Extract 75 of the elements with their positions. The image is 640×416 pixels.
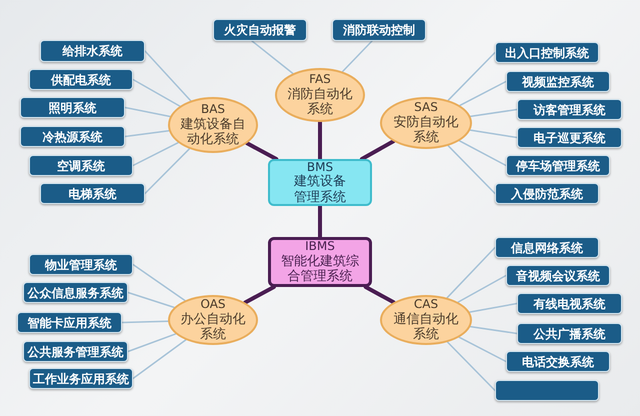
category-ellipse bbox=[168, 97, 258, 153]
central-box bbox=[268, 159, 372, 206]
category-ellipse bbox=[380, 295, 472, 345]
connector-line bbox=[342, 40, 373, 72]
connector-line bbox=[144, 148, 190, 194]
system-box: 停车场管理系统 bbox=[506, 155, 610, 176]
category-ellipse bbox=[168, 295, 258, 345]
connector-line bbox=[127, 292, 175, 308]
system-box: 智能卡应用系统 bbox=[17, 312, 122, 333]
system-box: 消防联动控制 bbox=[332, 19, 426, 41]
connector-line bbox=[132, 142, 179, 166]
node-label: 消防自动化系统 bbox=[288, 86, 352, 118]
connector-line bbox=[470, 326, 518, 334]
connector-line bbox=[243, 285, 276, 304]
connector-line bbox=[446, 341, 496, 392]
connector-line bbox=[144, 50, 192, 102]
system-box: 公共广播系统 bbox=[517, 323, 622, 344]
node-label: 建筑设备管理系统 bbox=[294, 174, 346, 206]
connector-line bbox=[251, 40, 294, 74]
connector-line bbox=[470, 129, 518, 138]
system-box: 入侵防范系统 bbox=[495, 183, 599, 204]
connector-line bbox=[124, 106, 171, 118]
connector-line bbox=[470, 108, 518, 118]
system-box: 访客管理系统 bbox=[517, 99, 622, 120]
system-box: 公共服务管理系统 bbox=[23, 341, 128, 362]
system-box: 电话交换系统 bbox=[506, 351, 610, 372]
system-box: 空调系统 bbox=[29, 155, 133, 176]
system-box: 电梯系统 bbox=[40, 183, 145, 204]
system-box: 信息网络系统 bbox=[495, 237, 599, 258]
connector-line bbox=[132, 339, 187, 380]
system-box: 给排水系统 bbox=[40, 40, 145, 62]
system-box: 冷热源系统 bbox=[20, 126, 125, 147]
connector-line bbox=[318, 204, 322, 239]
system-box: 公众信息服务系统 bbox=[23, 282, 128, 303]
system-box: 火灾自动报警 bbox=[213, 19, 307, 41]
connector-line bbox=[458, 336, 507, 362]
system-box: 电子巡更系统 bbox=[517, 127, 622, 148]
system-box: 有线电视系统 bbox=[517, 293, 622, 314]
connector-line bbox=[468, 302, 518, 313]
connector-line bbox=[127, 333, 176, 352]
connector-line bbox=[448, 145, 496, 194]
node-heading: BAS bbox=[200, 102, 226, 117]
system-box: 出入口控制系统 bbox=[495, 42, 599, 63]
node-label: 通信自动化系统 bbox=[394, 312, 458, 343]
system-box: 音视频会议系统 bbox=[506, 265, 610, 286]
system-box: 视频监控系统 bbox=[506, 71, 610, 92]
connector-line bbox=[132, 264, 186, 302]
system-box: 物业管理系统 bbox=[29, 254, 133, 275]
node-heading: SAS bbox=[414, 100, 438, 115]
system-box: 照明系统 bbox=[20, 97, 125, 118]
node-label: 安防自动化系统 bbox=[394, 114, 458, 146]
central-box bbox=[268, 237, 372, 287]
connector-line bbox=[458, 140, 507, 166]
node-heading: IBMS bbox=[305, 239, 335, 254]
connector-line bbox=[124, 130, 170, 138]
connector-line bbox=[457, 274, 507, 303]
node-label: 办公自动化系统 bbox=[180, 312, 246, 343]
node-heading: BMS bbox=[306, 160, 334, 174]
connector-line bbox=[121, 320, 169, 324]
connector-line bbox=[318, 120, 322, 161]
node-heading: FAS bbox=[309, 72, 331, 87]
node-label: 智能化建筑综合管理系统 bbox=[281, 254, 359, 285]
system-box: 工作业务应用系统 bbox=[29, 368, 133, 389]
connector-line bbox=[364, 285, 396, 304]
connector-line bbox=[245, 141, 278, 161]
connector-line bbox=[459, 80, 507, 106]
connector-line bbox=[132, 78, 181, 107]
node-heading: OAS bbox=[200, 297, 226, 312]
category-ellipse bbox=[380, 97, 472, 149]
node-label: 建筑设备自动化系统 bbox=[180, 116, 246, 148]
system-box bbox=[495, 380, 599, 401]
system-box: 供配电系统 bbox=[29, 69, 133, 90]
connector-line bbox=[360, 139, 396, 161]
node-heading: CAS bbox=[414, 297, 438, 312]
connector-line bbox=[448, 52, 496, 101]
